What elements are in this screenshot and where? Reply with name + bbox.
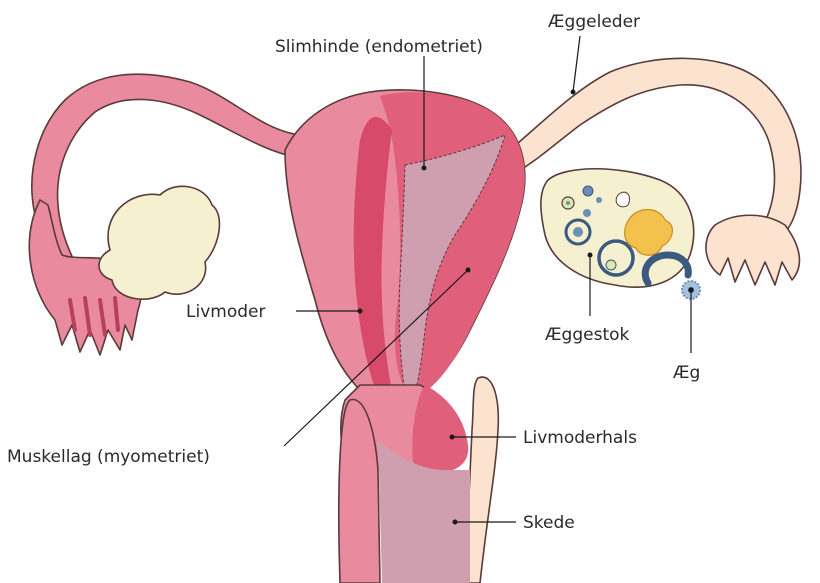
label-endometrium: Slimhinde (endometriet) [275, 37, 483, 57]
label-cervix: Livmoderhals [523, 428, 637, 448]
left-ovary [99, 186, 219, 299]
label-egg: Æg [673, 363, 700, 383]
label-uterus: Livmoder [186, 302, 265, 322]
label-vagina: Skede [523, 513, 575, 533]
label-ovary: Æggestok [545, 325, 630, 345]
label-fallopian-tube: Æggeleder [548, 12, 640, 32]
right-fimbriae [706, 215, 800, 285]
label-myometrium: Muskellag (myometriet) [7, 447, 210, 467]
cervix-inner [412, 385, 468, 472]
